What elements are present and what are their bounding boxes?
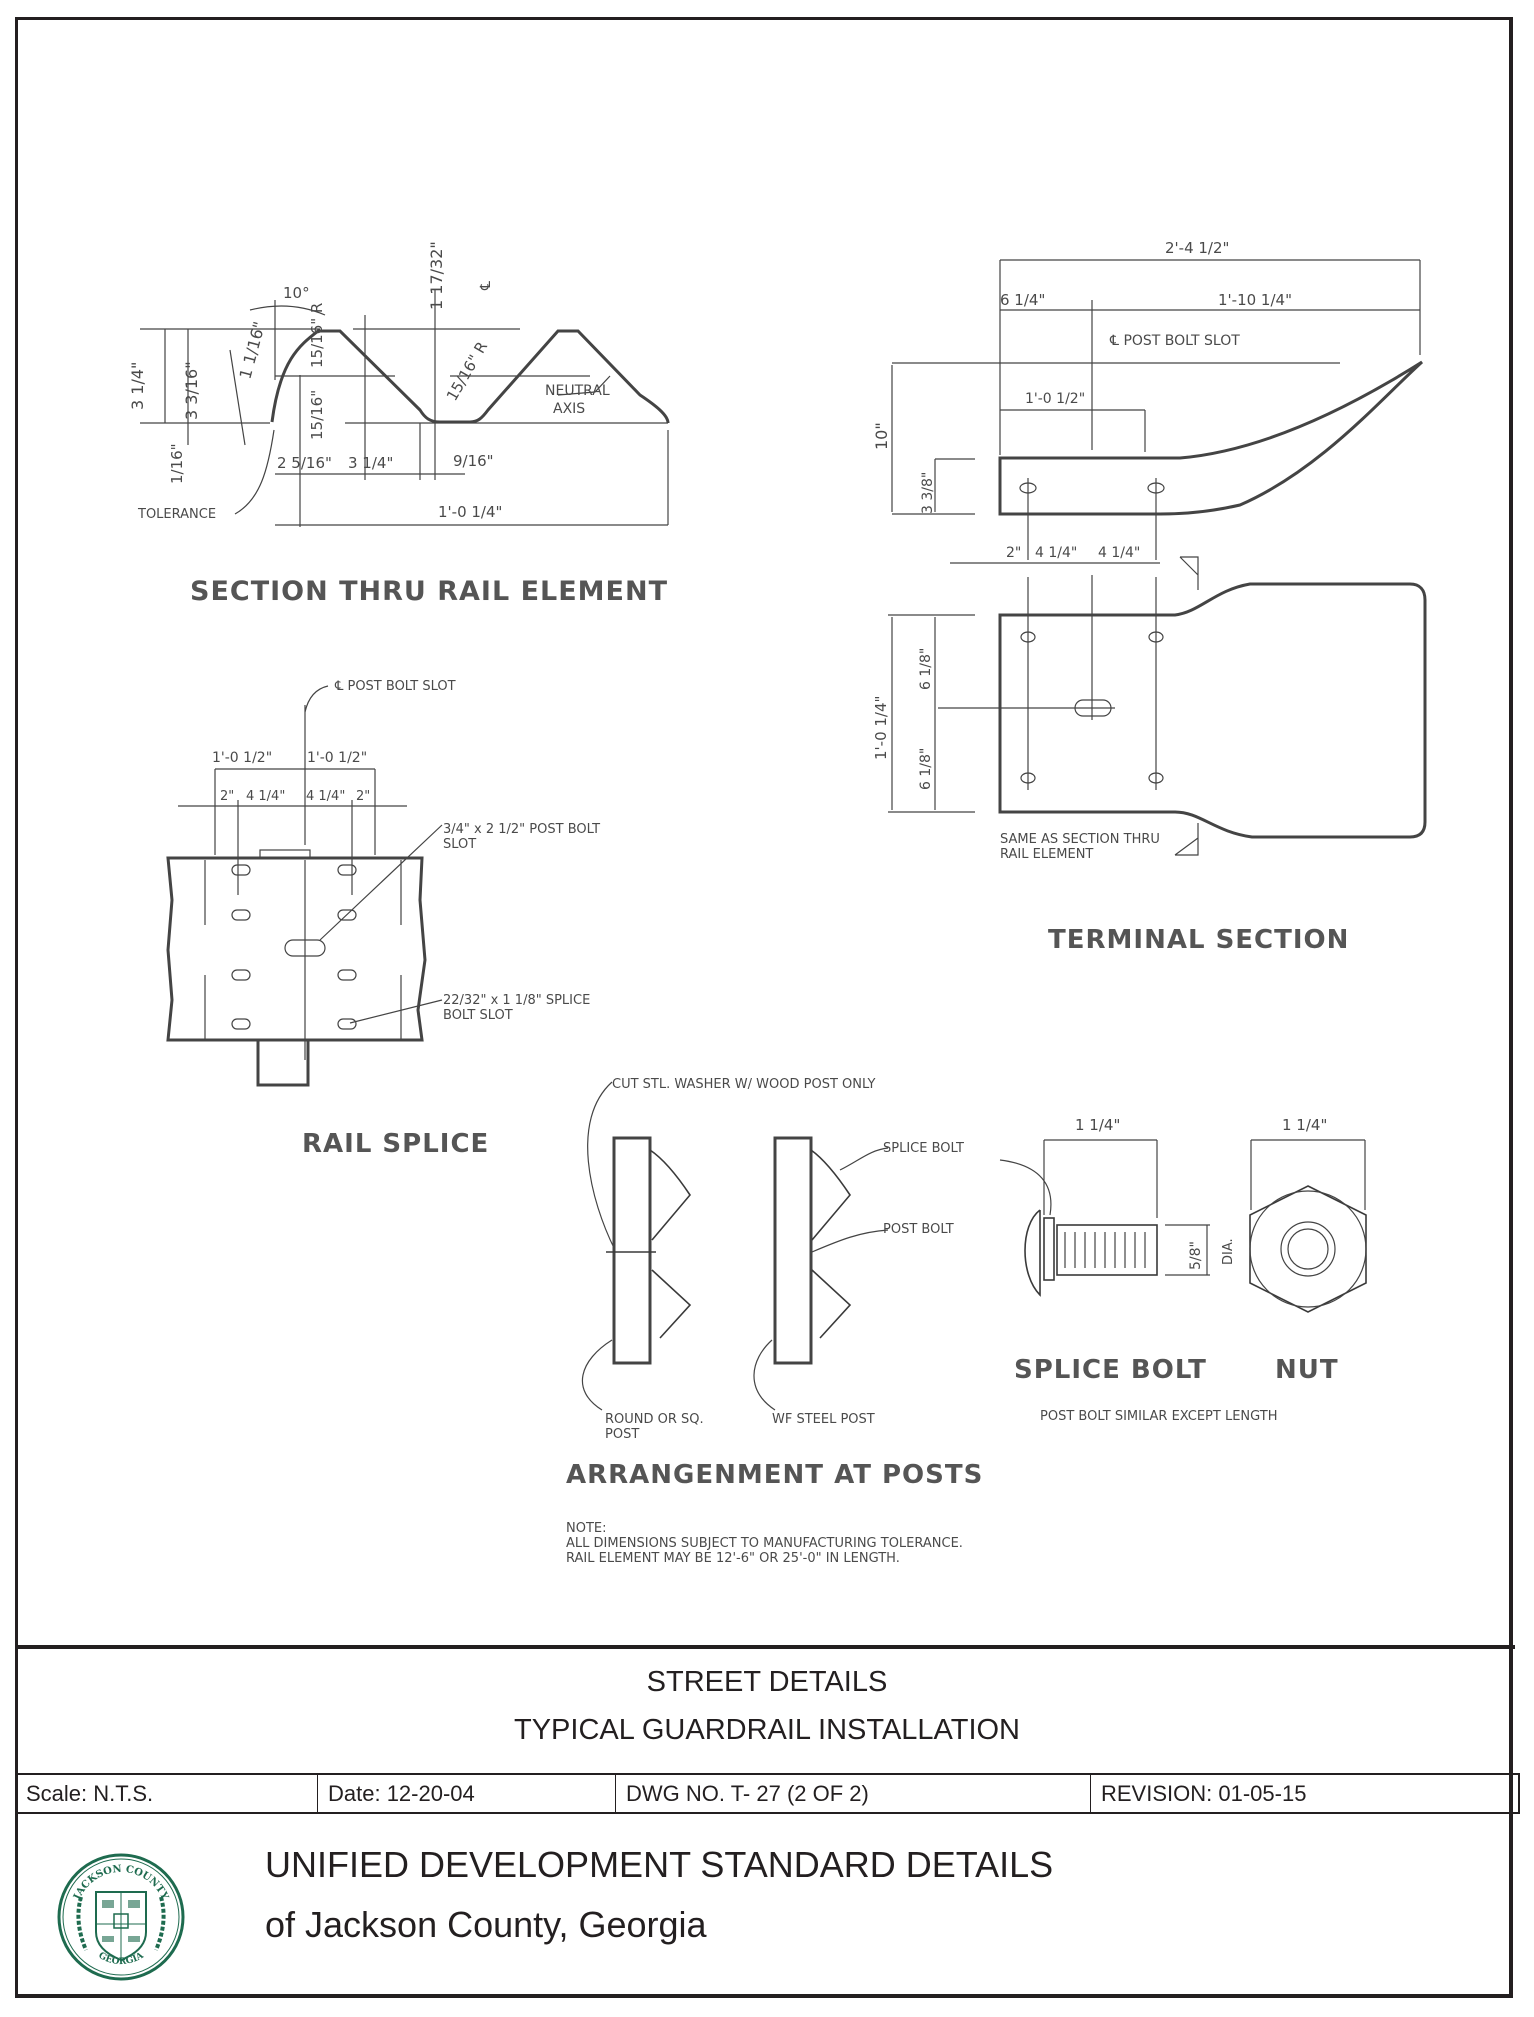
- dim-angle: 10°: [283, 284, 310, 302]
- note-line-1: ALL DIMENSIONS SUBJECT TO MANUFACTURING …: [566, 1536, 963, 1551]
- dim-nut-width: 1 1/4": [1282, 1116, 1327, 1134]
- wf-steel-post: [773, 1136, 813, 1365]
- dim-4-1-4-b: 4 1/4": [1098, 545, 1140, 561]
- dim-splice-s1: 2": [220, 789, 234, 804]
- dim-6-1-8-top: 6 1/8": [918, 648, 934, 690]
- section-thru-rail-element: 10° 1 17/32" 1 1/16" 3 1/4" 3 3/16" 1/16…: [128, 241, 670, 607]
- rail-profile: [270, 329, 670, 424]
- nut-hexagon: [1249, 1185, 1367, 1313]
- label-splice-bolt-slot-size-2: BOLT SLOT: [443, 1008, 513, 1023]
- dim-splice-left: 1'-0 1/2": [212, 750, 272, 766]
- drawing-area: 10° 1 17/32" 1 1/16" 3 1/4" 3 3/16" 1/16…: [128, 239, 1427, 1566]
- label-splice-bolt: SPLICE BOLT: [883, 1141, 964, 1156]
- dim-1-16: 1/16": [168, 443, 186, 484]
- centerline-mark: ℄: [478, 281, 494, 291]
- nut-title: NUT: [1275, 1355, 1339, 1385]
- label-axis: AXIS: [553, 401, 585, 417]
- label-dia: DIA.: [1221, 1238, 1236, 1265]
- rail-splice: ℄ POST BOLT SLOT 1'-0 1/2" 1'-0 1/2" 2" …: [166, 679, 600, 1159]
- dim-15-16-r-top: 15/16" R: [308, 303, 326, 368]
- dim-4-1-4-a: 4 1/4": [1035, 545, 1077, 561]
- label-post-bolt-slot-terminal: ℄ POST BOLT SLOT: [1109, 333, 1240, 349]
- terminal-section: 2'-4 1/2" 6 1/4" 1'-10 1/4" ℄ POST BOLT …: [872, 239, 1427, 955]
- scale-field: Scale: N.T.S.: [16, 1775, 318, 1812]
- dim-6-1-8-bottom: 6 1/8": [918, 748, 934, 790]
- label-splice-bolt-slot-size-1: 22/32" x 1 1/8" SPLICE: [443, 993, 590, 1008]
- dim-splice-s2: 4 1/4": [246, 789, 285, 804]
- label-post-bolt-slot-splice: ℄ POST BOLT SLOT: [334, 679, 456, 694]
- dim-15-16-r-bottom: 15/16" R: [443, 338, 491, 404]
- dim-10: 10": [872, 422, 891, 450]
- dim-1-10-1-4: 1'-10 1/4": [1218, 291, 1292, 309]
- dim-1-17-32: 1 17/32": [427, 241, 446, 310]
- splice-plate: [166, 856, 427, 1042]
- jackson-county-seal: JACKSON COUNTY GEORGIA: [56, 1852, 186, 1982]
- title-block-info-row: Scale: N.T.S. Date: 12-20-04 DWG NO. T- …: [16, 1773, 1520, 1814]
- drawing-number-field: DWG NO. T- 27 (2 OF 2): [616, 1775, 1091, 1812]
- terminal-section-title: TERMINAL SECTION: [1048, 925, 1349, 955]
- section-rail-title: SECTION THRU RAIL ELEMENT: [190, 576, 668, 607]
- cad-drawing: 10° 1 17/32" 1 1/16" 3 1/4" 3 3/16" 1/16…: [128, 239, 1427, 1566]
- org-title-line-1: UNIFIED DEVELOPMENT STANDARD DETAILS: [265, 1844, 1054, 1885]
- dim-9-16: 9/16": [453, 452, 494, 470]
- label-cut-washer: CUT STL. WASHER W/ WOOD POST ONLY: [612, 1077, 876, 1092]
- dim-1-0-1-2: 1'-0 1/2": [1025, 391, 1085, 407]
- arrangement-title: ARRANGENMENT AT POSTS: [566, 1460, 983, 1490]
- label-wf-steel-post: WF STEEL POST: [772, 1412, 875, 1427]
- revision-field: REVISION: 01-05-15: [1101, 1781, 1307, 1806]
- dim-6-1-4: 6 1/4": [1000, 291, 1045, 309]
- round-post: [612, 1136, 652, 1365]
- splice-bolt-title: SPLICE BOLT: [1014, 1355, 1207, 1385]
- sheet-category-title: STREET DETAILS: [646, 1666, 888, 1698]
- dim-splice-s4: 2": [356, 789, 370, 804]
- dim-3-3-16: 3 3/16": [182, 361, 201, 420]
- label-post-bolt-slot-size-2: SLOT: [443, 837, 476, 852]
- dim-splice-right: 1'-0 1/2": [307, 750, 367, 766]
- dim-1-0-1-4: 1'-0 1/4": [438, 503, 502, 521]
- dim-splice-s3: 4 1/4": [306, 789, 345, 804]
- note-line-2: RAIL ELEMENT MAY BE 12'-6" OR 25'-0" IN …: [566, 1551, 900, 1566]
- dim-15-16: 15/16": [308, 390, 326, 440]
- seal-laurel: [76, 1896, 166, 1951]
- label-same-as-section-1: SAME AS SECTION THRU: [1000, 832, 1160, 847]
- label-round-post-2: POST: [605, 1427, 639, 1442]
- rail-splice-title: RAIL SPLICE: [302, 1129, 489, 1159]
- splice-bolt-and-nut: 1 1/4" 5/8" DIA. 1 1/4" SPLICE BOLT NUT …: [999, 1116, 1367, 1424]
- general-note: NOTE: ALL DIMENSIONS SUBJECT TO MANUFACT…: [566, 1521, 963, 1566]
- label-post-bolt: POST BOLT: [883, 1222, 954, 1237]
- org-title-line-2: of Jackson County, Georgia: [265, 1904, 707, 1945]
- bolt-shank: [1056, 1224, 1158, 1276]
- title-block-separator: [15, 1645, 1515, 1649]
- label-tolerance: TOLERANCE: [137, 507, 216, 522]
- label-post-bolt-slot-size-1: 3/4" x 2 1/2" POST BOLT: [443, 822, 600, 837]
- dim-2-5-16: 2 5/16": [277, 454, 332, 472]
- label-neutral: NEUTRAL: [545, 383, 610, 399]
- arrangement-at-posts: CUT STL. WASHER W/ WOOD POST ONLY SPLICE…: [566, 1077, 983, 1490]
- label-round-post-1: ROUND OR SQ.: [605, 1412, 704, 1427]
- dim-3-3-8: 3 3/8": [920, 472, 936, 514]
- dim-3-1-4-vertical: 3 1/4": [128, 362, 147, 410]
- dim-bolt-length: 1 1/4": [1075, 1116, 1120, 1134]
- terminal-plan-profile: [998, 582, 1427, 839]
- post-bolt-note: POST BOLT SIMILAR EXCEPT LENGTH: [1040, 1409, 1277, 1424]
- dim-bolt-dia: 5/8": [1188, 1241, 1204, 1270]
- sheet-title: TYPICAL GUARDRAIL INSTALLATION: [514, 1714, 1020, 1746]
- dim-1-0-1-4-vertical: 1'-0 1/4": [872, 696, 890, 760]
- dim-2: 2": [1006, 545, 1021, 561]
- label-same-as-section-2: RAIL ELEMENT: [1000, 847, 1093, 862]
- drawing-sheet-border: [15, 17, 1513, 1998]
- terminal-flare-profile: [998, 360, 1424, 516]
- dim-2-4-1-2: 2'-4 1/2": [1165, 239, 1229, 257]
- seal-shield: [95, 1891, 147, 1962]
- splice-post-stub: [256, 1038, 310, 1087]
- note-heading: NOTE:: [566, 1521, 607, 1536]
- dim-3-1-4: 3 1/4": [348, 454, 393, 472]
- date-field: Date: 12-20-04: [318, 1775, 616, 1812]
